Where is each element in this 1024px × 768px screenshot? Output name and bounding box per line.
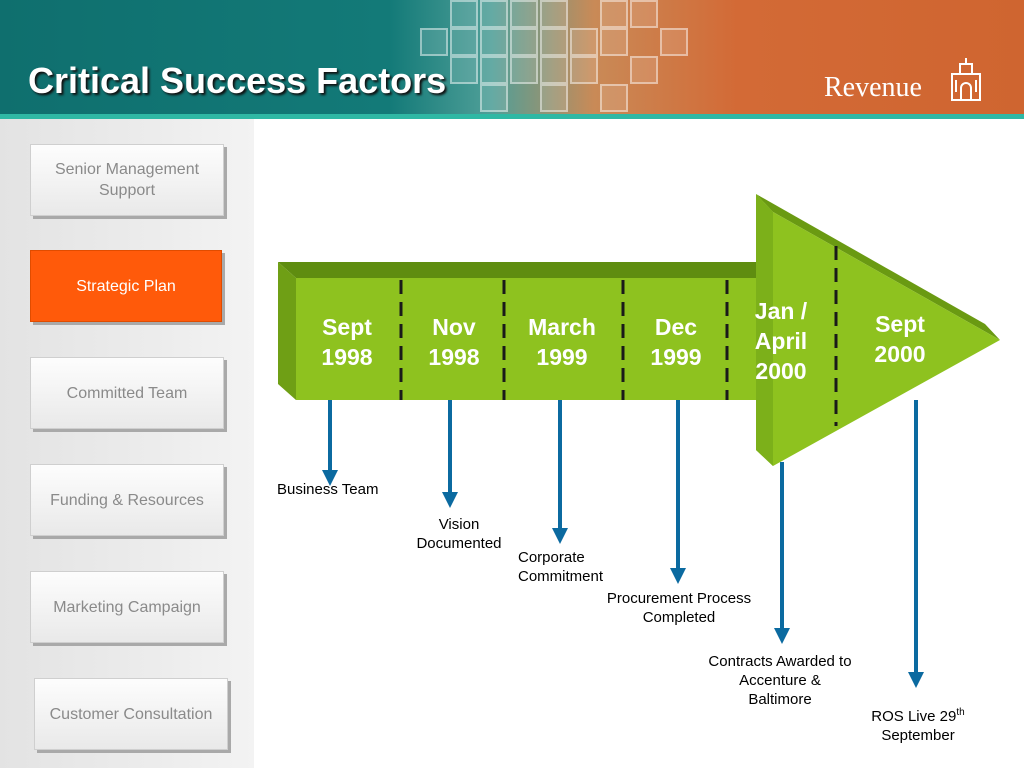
- milestone-label-business-team: Business Team: [277, 481, 379, 498]
- page-title: Critical Success Factors: [28, 60, 447, 101]
- brand-logo-text: Revenue: [824, 72, 922, 103]
- arrow-body: [296, 278, 766, 400]
- sidebar-item-senior-management-support[interactable]: Senior Management Support: [30, 144, 224, 216]
- castle-logo-icon: [951, 58, 981, 101]
- arrow-head: [756, 194, 1000, 466]
- arrow-top-face: [278, 262, 775, 278]
- decorative-window-grid: [420, 0, 720, 114]
- sidebar-item-committed-team[interactable]: Committed Team: [30, 357, 224, 429]
- arrow-head-side-face: [756, 194, 773, 466]
- milestone-label-ros-live: ROS Live 29th September: [871, 707, 965, 744]
- arrow-side-face: [278, 262, 296, 400]
- sidebar-item-strategic-plan[interactable]: Strategic Plan: [30, 250, 222, 322]
- sidebar-item-marketing-campaign[interactable]: Marketing Campaign: [30, 571, 224, 643]
- arrow-head-top-face: [756, 194, 1000, 340]
- sidebar: Senior Management Support Strategic Plan…: [0, 119, 254, 768]
- header-divider: [0, 114, 1024, 119]
- sidebar-item-funding-resources[interactable]: Funding & Resources: [30, 464, 224, 536]
- sidebar-item-customer-consultation[interactable]: Customer Consultation: [34, 678, 228, 750]
- header-banner: Critical Success Factors Revenue: [0, 0, 1024, 114]
